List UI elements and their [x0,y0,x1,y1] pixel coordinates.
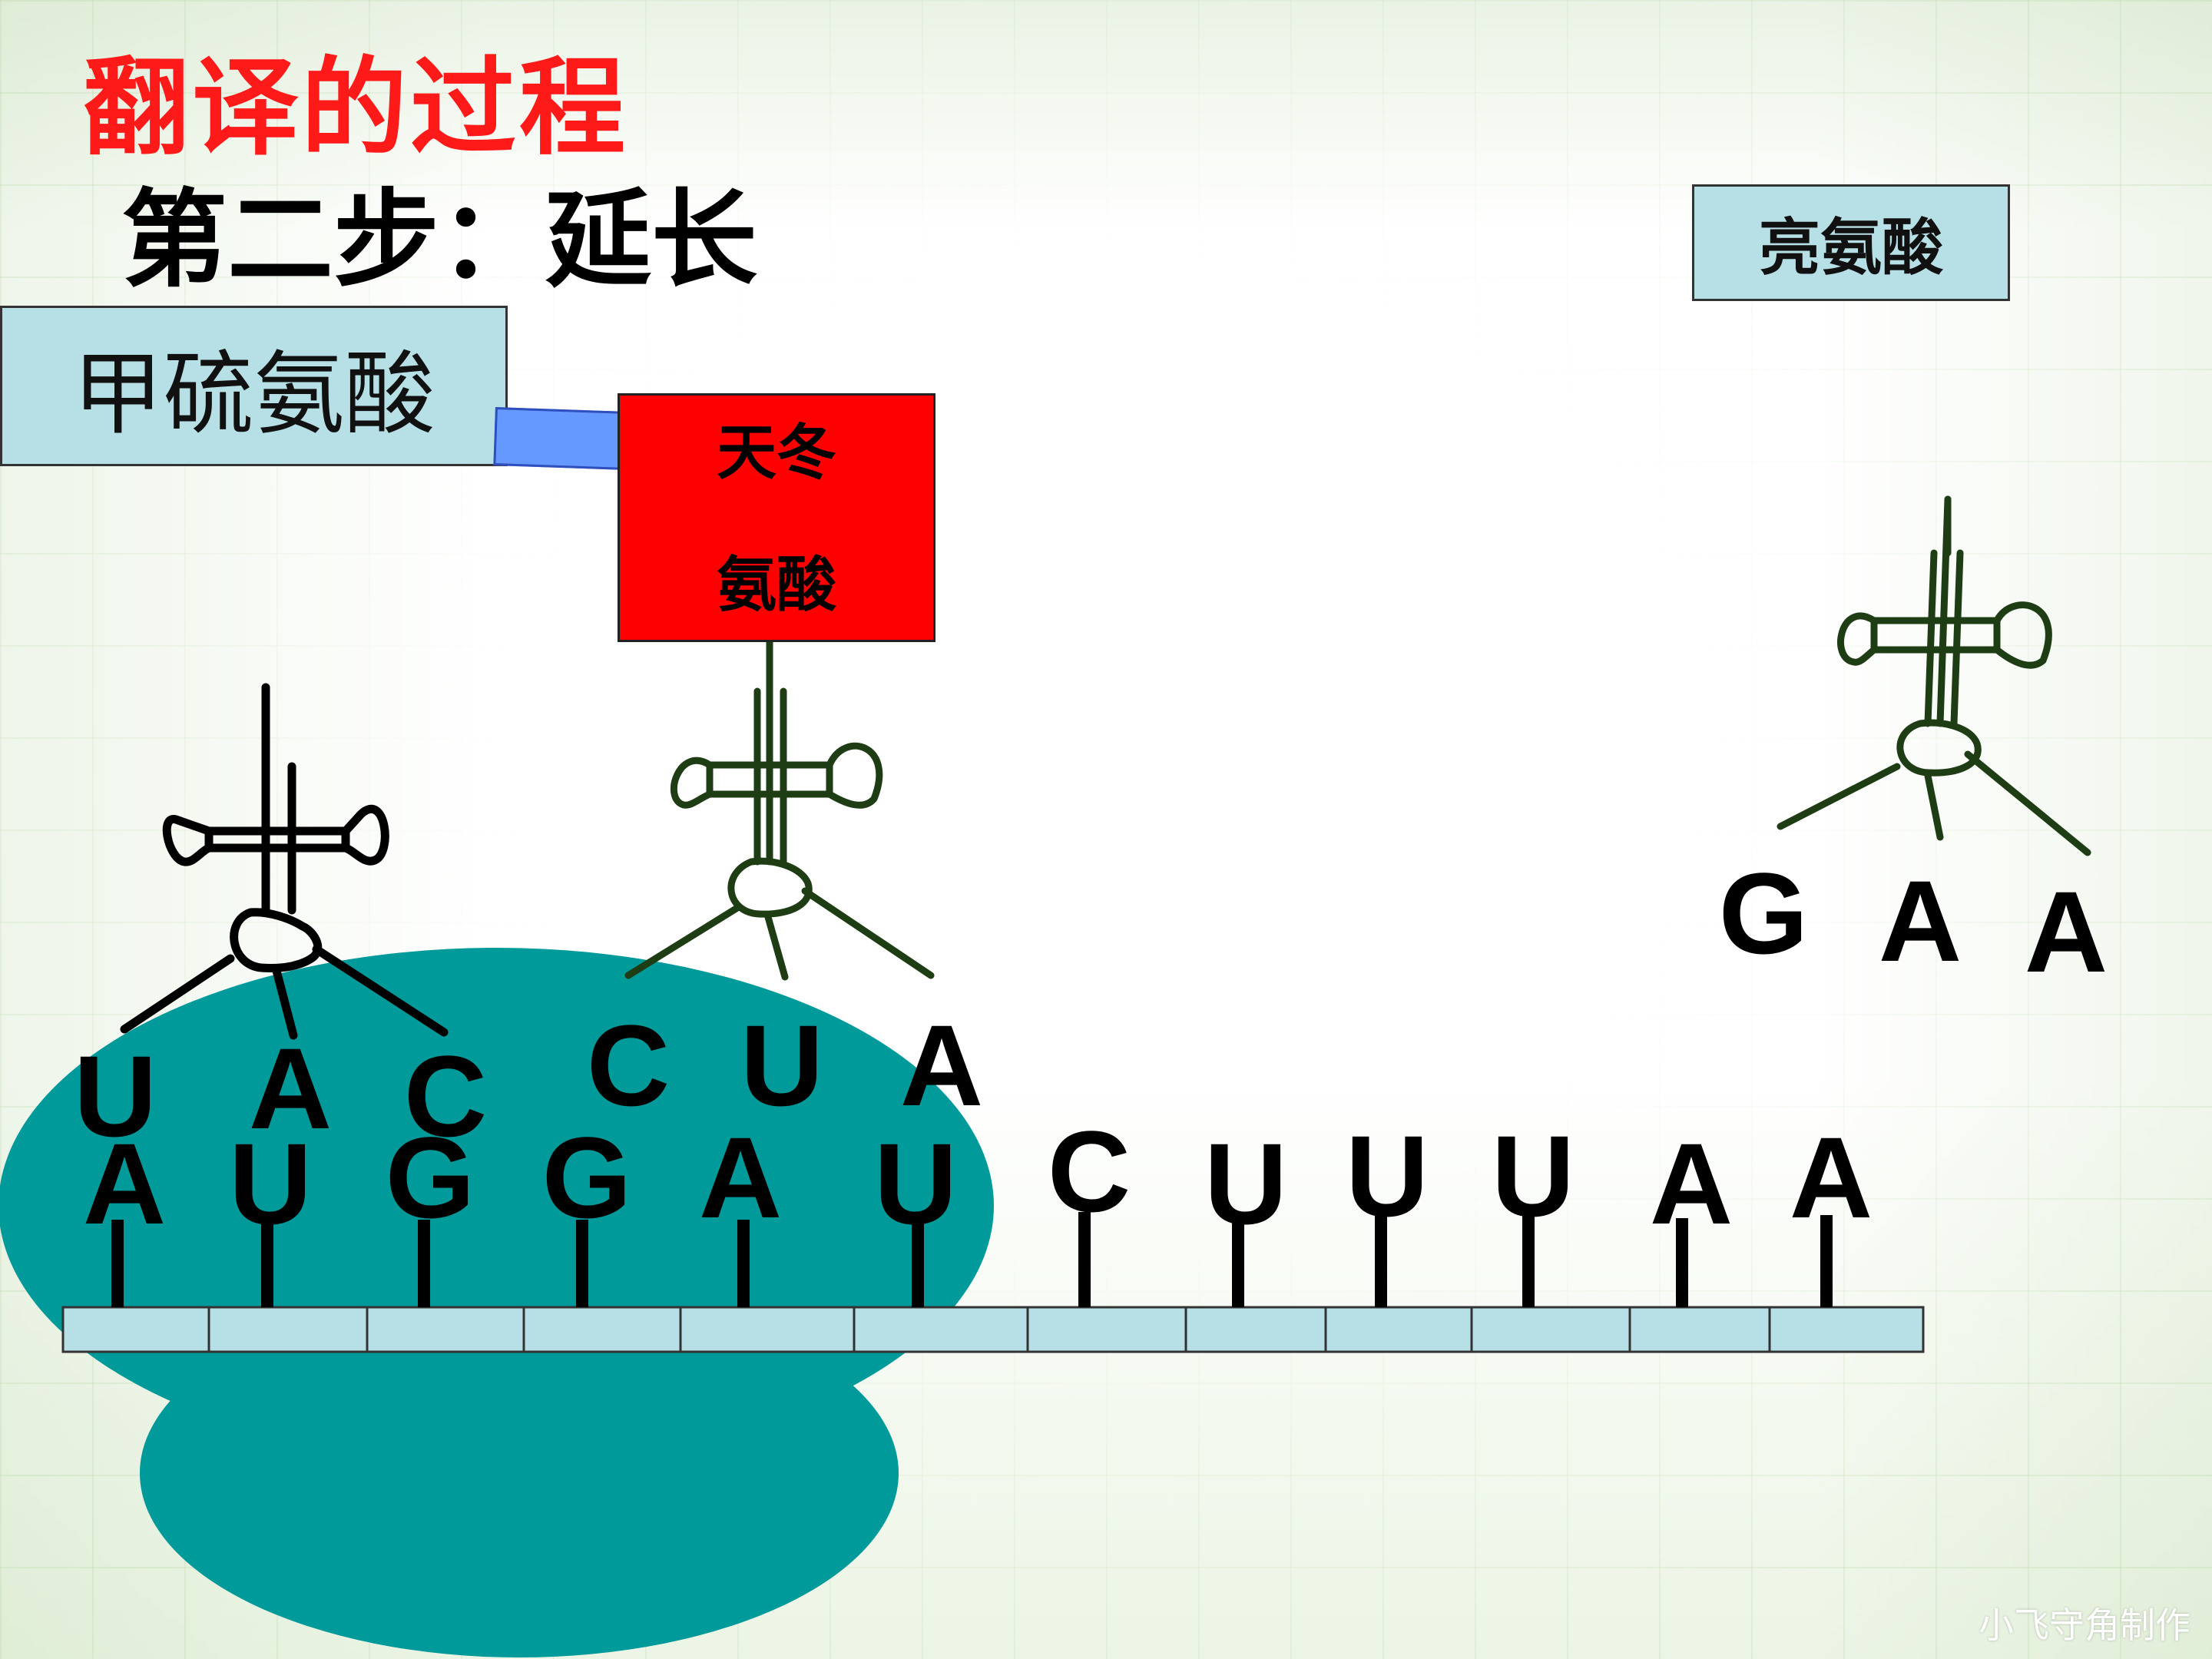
mrna-segment [522,1306,682,1353]
trna-1 [120,683,449,1040]
mrna-segment [1184,1306,1327,1353]
mrna-strand [61,1306,1925,1353]
mrna-base: U [873,1119,958,1248]
mrna-segment [207,1306,369,1353]
mrna-base: A [1789,1113,1873,1242]
trna1-anticodon-base: A [248,1024,333,1153]
mrna-segment [1628,1306,1771,1353]
methionine-box: 甲硫氨酸 [0,306,508,466]
trna3-anticodon-base: A [2024,867,2108,996]
trna2-anticodon-base: C [586,1001,671,1130]
aspartic-acid-box: 天冬 氨酸 [618,393,935,642]
trna1-anticodon-base: C [403,1031,488,1161]
mrna-segment [1470,1306,1631,1353]
mrna-base: A [1649,1119,1734,1248]
mrna-segment [1768,1306,1925,1353]
trna-2 [624,634,935,981]
mrna-base: U [1204,1119,1288,1248]
mrna-base: A [82,1119,167,1248]
mrna-base: U [1491,1111,1575,1240]
mrna-segment [1324,1306,1473,1353]
trna3-anticodon-base: G [1718,849,1809,978]
trna2-anticodon-base: U [740,1001,824,1130]
aspartic-label-line2: 氨酸 [716,550,836,620]
mrna-base: G [385,1113,475,1242]
page-title: 翻译的过程 [83,46,629,170]
trna-3 [1777,495,2091,856]
mrna-base-stems [111,1212,1833,1307]
mrna-base: A [698,1113,783,1242]
mrna-base: U [1345,1111,1429,1240]
author-watermark: 小飞守角制作 [1979,1604,2190,1646]
aspartic-label-line1: 天冬 [716,418,836,488]
step-subtitle: 第二步：延长 [121,178,758,302]
mrna-segment [1026,1306,1187,1353]
peptide-bond-connector [493,407,623,470]
mrna-base: C [1047,1107,1131,1236]
mrna-segment [366,1306,525,1353]
mrna-base: U [228,1119,313,1248]
trna2-anticodon-base: A [899,1001,984,1130]
mrna-segment [679,1306,856,1353]
trna1-anticodon-base: U [73,1031,157,1161]
mrna-segment [853,1306,1029,1353]
mrna-base: G [541,1113,632,1242]
mrna-segment [61,1306,210,1353]
trna3-anticodon-base: A [1878,856,1962,985]
leucine-box: 亮氨酸 [1692,184,2010,301]
